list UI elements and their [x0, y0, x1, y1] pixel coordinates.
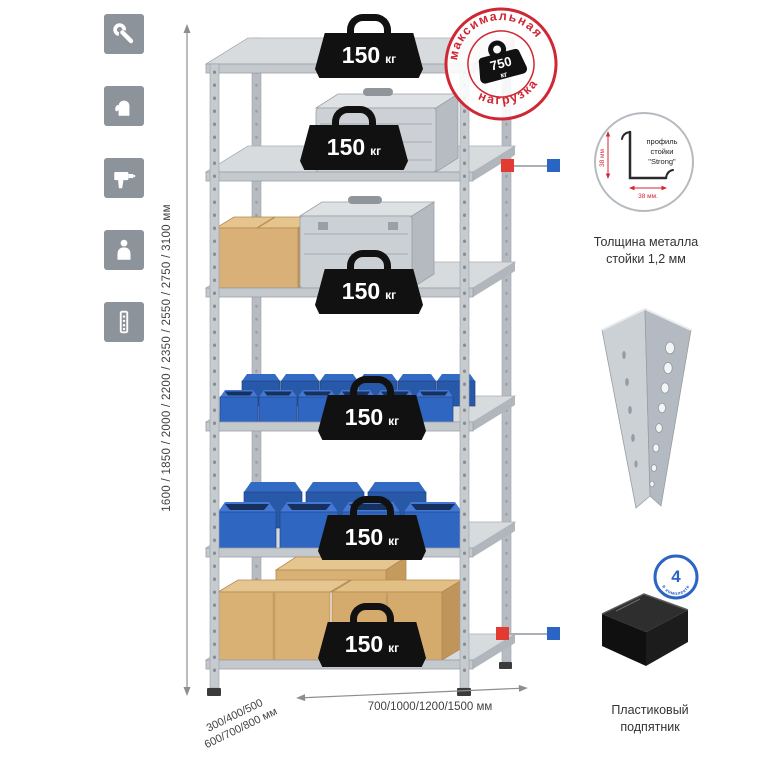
post-holes [649, 341, 675, 488]
load-value: 150 [344, 404, 384, 430]
dim-horizontal-label: 38 мм. [638, 193, 658, 200]
plastic-foot-render [601, 593, 689, 666]
foot-caption: Пластиковый подпятник [580, 702, 720, 736]
shelf-load-badge: 150 кг [318, 496, 426, 560]
load-value: 150 [344, 631, 384, 657]
width-dimension-line [296, 684, 528, 702]
profile-dimensions: 38 мм 38 мм. [599, 131, 667, 200]
profile-caption-line2: стойки 1,2 мм [606, 251, 686, 266]
load-unit: кг [370, 144, 382, 158]
feature-tile-tools [104, 14, 144, 54]
load-value: 150 [344, 524, 384, 550]
angle-post-render [601, 307, 692, 509]
weight-handle-icon [350, 603, 394, 625]
svg-text:профиль: профиль [646, 137, 677, 146]
badge-value: 4 [671, 567, 681, 586]
front-posts [207, 63, 471, 696]
profile-caption-line1: Толщина металла [593, 235, 699, 249]
load-unit: кг [388, 534, 400, 548]
stamp-unit: кг [499, 69, 508, 79]
weight-handle-icon [347, 250, 391, 272]
person-icon [117, 239, 131, 260]
weight-handle-icon [350, 376, 394, 398]
load-unit: кг [388, 414, 400, 428]
glove-icon [115, 100, 130, 116]
dim-vertical-label: 38 мм [599, 148, 606, 167]
weight-handle-icon [347, 14, 391, 36]
callout-line-top [510, 165, 555, 167]
load-unit: кг [388, 641, 400, 655]
feature-tile-rack [104, 302, 144, 342]
svg-text:стойки: стойки [651, 147, 674, 156]
height-dimension-label: 1600 / 1850 / 2000 / 2200 / 2350 / 2550 … [161, 204, 173, 512]
callout-marker-blue-top [547, 159, 560, 172]
rack-post-icon [119, 310, 129, 334]
shelf-load-badge: 150 кг [315, 14, 423, 78]
profile-caption: Толщина металла стойки 1,2 мм [576, 234, 716, 268]
shelf-load-badge: 150 кг [318, 603, 426, 667]
max-load-stamp: максимальная нагрузка 750 кг [428, 0, 575, 137]
callout-marker-red-bottom [496, 627, 509, 640]
callout-marker-blue-bottom [547, 627, 560, 640]
weight-icon: 750 кг [478, 40, 528, 84]
feature-tile-drill [104, 158, 144, 198]
foot-caption-line2: подпятник [620, 719, 680, 734]
feature-tile-person [104, 230, 144, 270]
post-profile-detail: 38 мм 38 мм. профиль стойки "Strong" [592, 110, 696, 214]
load-value: 150 [326, 134, 366, 160]
load-value: 150 [341, 278, 381, 304]
profile-labels: профиль стойки "Strong" [646, 137, 677, 166]
drill-icon [114, 172, 136, 189]
feature-tile-gloves [104, 86, 144, 126]
callout-line-bottom [505, 633, 554, 635]
callout-marker-red-top [501, 159, 514, 172]
load-value: 150 [341, 42, 381, 68]
load-unit: кг [385, 52, 397, 66]
load-unit: кг [385, 288, 397, 302]
weight-handle-icon [350, 496, 394, 518]
shelf-load-badge: 150 кг [300, 106, 408, 170]
foot-caption-line1: Пластиковый [611, 703, 689, 717]
post-slots [622, 351, 638, 468]
weight-handle-icon [332, 106, 376, 128]
stamp-value: 750 [488, 53, 513, 73]
wrench-icon [113, 23, 134, 44]
shelf-load-badge: 150 кг [315, 250, 423, 314]
profile-cross-section [621, 130, 674, 180]
shelf-load-badge: 150 кг [318, 376, 426, 440]
height-dimension-line [183, 24, 191, 696]
kit-count-badge: 4 в комплекте [652, 553, 700, 606]
svg-text:"Strong": "Strong" [648, 157, 676, 166]
width-dimension-label: 700/1000/1200/1500 мм [367, 701, 493, 713]
